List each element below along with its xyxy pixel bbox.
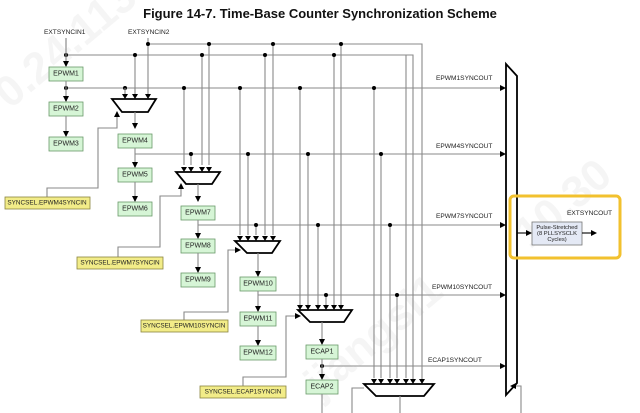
svg-text:Cycles): Cycles) [547,237,566,243]
syncsel-epwm7syncin: SYNCSEL.EPWM7SYNCIN [76,256,164,270]
epwm3-block: EPWM3 [48,136,84,152]
epwm10-block: EPWM10 [239,276,277,292]
ecap1-sync-mux [295,309,354,323]
svg-text:SYNCSEL.EPWM4SYNCIN: SYNCSEL.EPWM4SYNCIN [7,200,87,207]
svg-text:SYNCSEL.EPWM10SYNCIN: SYNCSEL.EPWM10SYNCIN [143,323,226,330]
junction-dots [64,42,399,368]
svg-text:Pulse-Stretched: Pulse-Stretched [536,225,577,231]
epwm4-block: EPWM4 [117,133,153,149]
extsyncin1-label: EXTSYNCIN1 [44,29,86,36]
svg-text:ECAP2: ECAP2 [311,384,334,391]
svg-text:EPWM10: EPWM10 [243,281,273,288]
syncsel-epwm10syncin: SYNCSEL.EPWM10SYNCIN [140,319,229,333]
epwm1-block: EPWM1 [48,66,84,82]
epwm12-block: EPWM12 [239,345,277,361]
ecap1-block: ECAP1 [305,344,339,360]
svg-text:EPWM8: EPWM8 [185,243,211,250]
epwm7-block: EPWM7 [180,205,216,221]
svg-text:EPWM5: EPWM5 [122,172,148,179]
epwm8-block: EPWM8 [180,238,216,254]
syncsel-epwm4syncin: SYNCSEL.EPWM4SYNCIN [4,196,91,210]
epwm1syncout-label: EPWM1SYNCOUT [436,75,492,82]
svg-text:EPWM4: EPWM4 [122,138,148,145]
svg-text:(8 PLLSYSCLK: (8 PLLSYSCLK [537,231,577,237]
figure-title: Figure 14-7. Time-Base Counter Synchroni… [143,6,497,21]
epwm5-block: EPWM5 [117,167,153,183]
extsyncin2-label: EXTSYNCIN2 [128,29,170,36]
ecap2-block: ECAP2 [305,379,339,395]
ecap1syncout-label: ECAP1SYNCOUT [428,357,482,364]
epwm4syncout-label: EPWM4SYNCOUT [436,143,492,150]
epwm2-block: EPWM2 [48,101,84,117]
extsyncin2-bus [147,38,423,382]
epwm4-sync-mux [110,98,158,113]
svg-text:EPWM1: EPWM1 [53,71,79,78]
ecap2-sync-mux [361,383,436,397]
svg-text:EPWM3: EPWM3 [53,141,79,148]
extsyncout-label: EXTSYNCOUT [567,210,612,217]
epwm9-block: EPWM9 [180,272,216,288]
pulse-stretcher-block: Pulse-Stretched (8 PLLSYSCLK Cycles) [531,221,583,246]
epwm11-block: EPWM11 [239,311,277,327]
svg-text:EPWM6: EPWM6 [122,206,148,213]
svg-text:SYNCSEL.ECAP1SYNCIN: SYNCSEL.ECAP1SYNCIN [205,389,282,396]
svg-text:ECAP1: ECAP1 [311,349,334,356]
epwm6-block: EPWM6 [117,201,153,217]
svg-text:EPWM12: EPWM12 [243,350,273,357]
syncsel-ecap1syncin: SYNCSEL.ECAP1SYNCIN [199,385,287,399]
epwm10-sync-mux [232,240,282,254]
svg-text:EPWM7: EPWM7 [185,210,211,217]
svg-text:SYNCSEL.EPWM7SYNCIN: SYNCSEL.EPWM7SYNCIN [80,260,160,267]
epwm7syncout-label: EPWM7SYNCOUT [436,213,492,220]
svg-text:EPWM11: EPWM11 [243,316,272,323]
svg-text:EPWM9: EPWM9 [185,277,211,284]
epwm10syncout-label: EPWM10SYNCOUT [432,284,492,291]
epwm7-sync-mux [174,171,222,185]
svg-text:EPWM2: EPWM2 [53,106,79,113]
extsyncout-highlight [508,194,622,260]
